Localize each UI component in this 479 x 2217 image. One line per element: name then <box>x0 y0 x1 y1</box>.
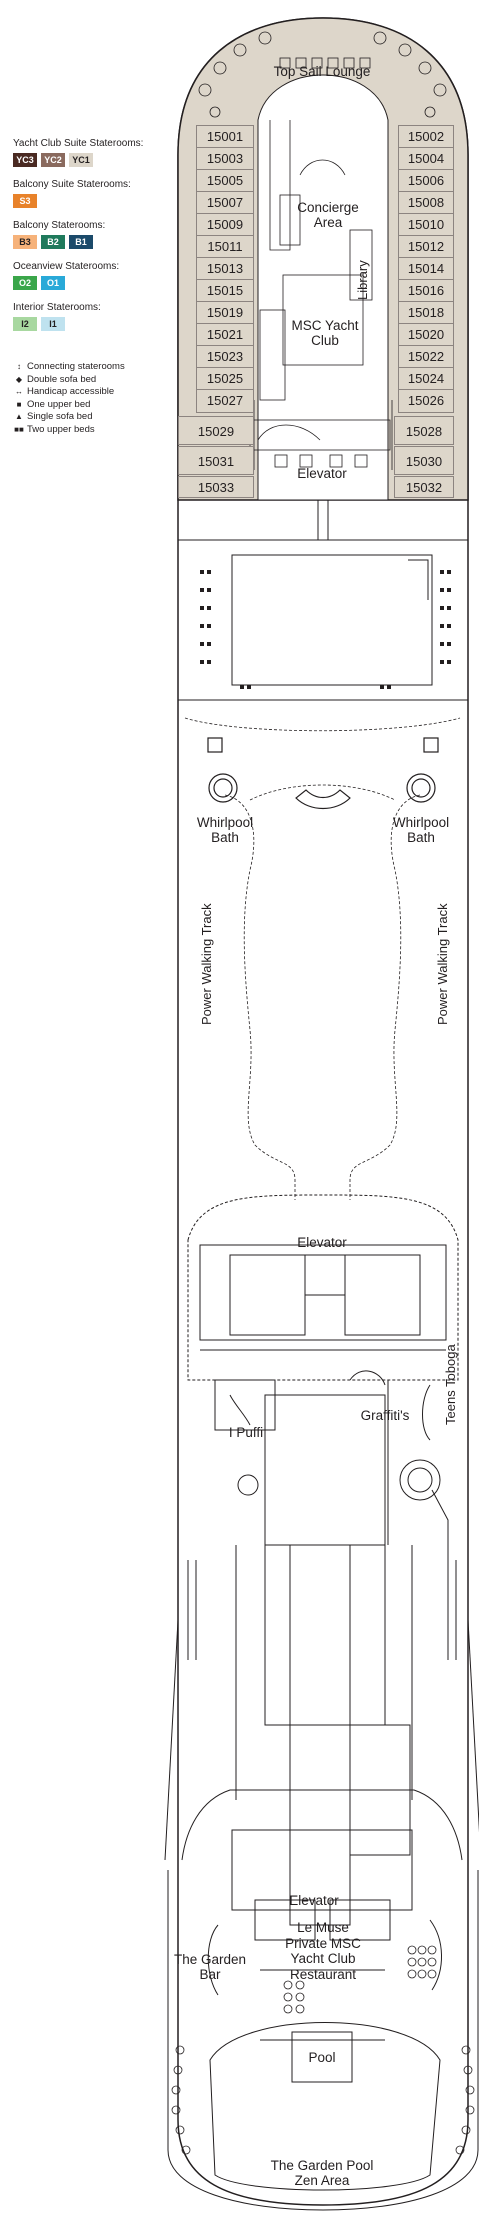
cabin[interactable]: 15003 <box>196 147 254 171</box>
concierge-area-label: Concierge Area <box>297 200 359 230</box>
cabin[interactable]: 15020 <box>398 323 454 347</box>
legend-title: Interior Staterooms: <box>13 302 101 313</box>
cabin[interactable]: 15029 <box>178 416 254 445</box>
legend-title: Yacht Club Suite Staterooms: <box>13 138 144 149</box>
cabin[interactable]: 15031 <box>178 446 254 475</box>
swatch-s3: S3 <box>13 194 37 208</box>
le-muse-restaurant-label: Le Muse Private MSC Yacht Club Restauran… <box>285 1920 361 1982</box>
one-upper-bed-icon: ■ <box>16 399 22 409</box>
cabin[interactable]: 15019 <box>196 301 254 325</box>
legend-balcony: Balcony Staterooms: B3 B2 B1 <box>13 220 105 249</box>
whirlpool-bath-left-label: Whirlpool Bath <box>196 815 254 845</box>
top-sail-lounge-label: Top Sail Lounge <box>273 64 371 79</box>
swatch-i1: I1 <box>41 317 65 331</box>
cabin[interactable]: 15009 <box>196 213 254 237</box>
graffitis-label: Graffiti's <box>360 1408 410 1423</box>
cabin[interactable]: 15016 <box>398 279 454 303</box>
legend-oceanview: Oceanview Staterooms: O2 O1 <box>13 261 119 290</box>
legend-balcony-suite: Balcony Suite Staterooms: S3 <box>13 179 131 208</box>
elevator-forward-label: Elevator <box>297 466 347 481</box>
cabin[interactable]: 15011 <box>196 235 254 259</box>
cabin[interactable]: 15010 <box>398 213 454 237</box>
power-walking-track-right-label: Power Walking Track <box>435 903 450 1025</box>
cabin[interactable]: 15030 <box>394 446 454 475</box>
key-single-sofa: ▲Single sofa bed <box>13 411 125 424</box>
cabin[interactable]: 15033 <box>178 476 254 498</box>
cabin[interactable]: 15012 <box>398 235 454 259</box>
cabin[interactable]: 15004 <box>398 147 454 171</box>
swatch-i2: I2 <box>13 317 37 331</box>
key-double-sofa: ◆Double sofa bed <box>13 374 125 387</box>
pool-label: Pool <box>308 2050 336 2065</box>
cabin[interactable]: 15002 <box>398 125 454 149</box>
key-connecting: ↕Connecting staterooms <box>13 361 125 374</box>
cabin[interactable]: 15025 <box>196 367 254 391</box>
power-walking-track-left-label: Power Walking Track <box>199 903 214 1025</box>
cabin[interactable]: 15027 <box>196 389 254 413</box>
cabin[interactable]: 15006 <box>398 169 454 193</box>
cabin[interactable]: 15001 <box>196 125 254 149</box>
cabin[interactable]: 15018 <box>398 301 454 325</box>
cabin[interactable]: 15021 <box>196 323 254 347</box>
garden-bar-label: The Garden Bar <box>173 1952 247 1982</box>
symbol-key: ↕Connecting staterooms ◆Double sofa bed … <box>13 361 125 436</box>
two-upper-beds-icon: ■■ <box>14 424 24 434</box>
cabin[interactable]: 15026 <box>398 389 454 413</box>
garden-pool-zen-area-label: The Garden Pool Zen Area <box>270 2158 374 2188</box>
single-sofa-icon: ▲ <box>15 412 23 421</box>
swatch-b1: B1 <box>69 235 93 249</box>
cabin[interactable]: 15024 <box>398 367 454 391</box>
key-handicap: ↔Handicap accessible <box>15 386 115 397</box>
legend-interior: Interior Staterooms: I2 I1 <box>13 302 101 331</box>
cabin[interactable]: 15022 <box>398 345 454 369</box>
swatch-o1: O1 <box>41 276 65 290</box>
cabin[interactable]: 15014 <box>398 257 454 281</box>
cabin[interactable]: 15015 <box>196 279 254 303</box>
legend-yacht-club: Yacht Club Suite Staterooms: YC3 YC2 YC1 <box>13 138 143 167</box>
swatch-yc2: YC2 <box>41 153 65 167</box>
cabin[interactable]: 15008 <box>398 191 454 215</box>
elevator-mid-label: Elevator <box>297 1235 347 1250</box>
swatch-yc1: YC1 <box>69 153 93 167</box>
handicap-icon: ↔ <box>15 387 23 396</box>
key-one-upper: ■One upper bed <box>13 399 125 412</box>
legend-title: Balcony Staterooms: <box>13 220 106 231</box>
cabin[interactable]: 15007 <box>196 191 254 215</box>
cabin[interactable]: 15013 <box>196 257 254 281</box>
swatch-b2: B2 <box>41 235 65 249</box>
swatch-b3: B3 <box>13 235 37 249</box>
legend-title: Balcony Suite Staterooms: <box>13 179 131 190</box>
library-label: Library <box>355 260 370 300</box>
swatch-yc3: YC3 <box>13 153 37 167</box>
msc-yacht-club-label: MSC Yacht Club <box>291 318 359 348</box>
whirlpool-bath-right-label: Whirlpool Bath <box>392 815 450 845</box>
connecting-icon: ↕ <box>17 362 21 371</box>
double-sofa-icon: ◆ <box>15 374 23 384</box>
swatch-o2: O2 <box>13 276 37 290</box>
cabin[interactable]: 15028 <box>394 416 454 445</box>
cabin[interactable]: 15005 <box>196 169 254 193</box>
i-puffi-label: I Puffi <box>228 1425 264 1440</box>
teens-toboga-label: Teens Toboga <box>443 1344 458 1425</box>
cabin[interactable]: 15032 <box>394 476 454 498</box>
legend-title: Oceanview Staterooms: <box>13 261 120 272</box>
key-two-upper: ■■Two upper beds <box>14 423 95 435</box>
cabin[interactable]: 15023 <box>196 345 254 369</box>
elevator-aft-label: Elevator <box>289 1893 339 1908</box>
